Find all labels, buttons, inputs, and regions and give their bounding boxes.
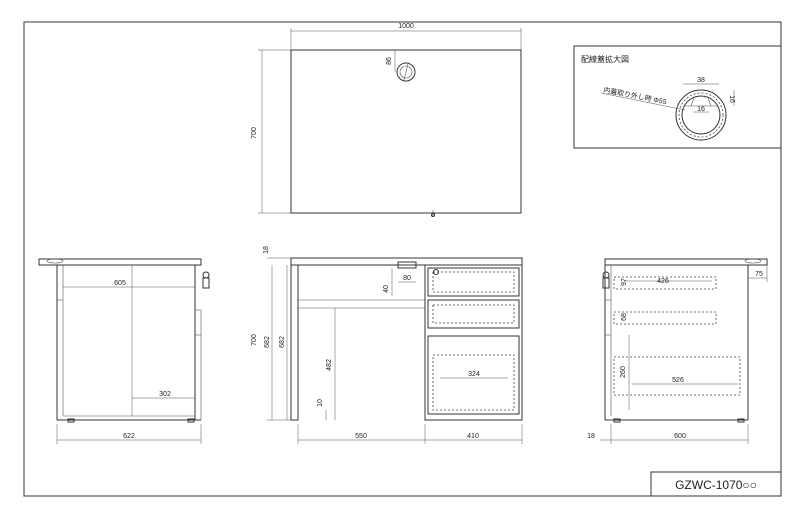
dim-right-drawer3-h: 260 (620, 366, 627, 378)
dim-right-drawer1: 426 (657, 278, 669, 285)
dim-left-overall: 622 (123, 433, 135, 440)
dim-front-top: 18 (263, 246, 270, 254)
right-drawer-3 (613, 356, 741, 396)
dim-file-drawer: 324 (468, 371, 480, 378)
right-lock (602, 277, 610, 289)
left-side-view: 605 302 622 (38, 258, 210, 444)
front-drawer-2-inner (432, 304, 515, 324)
front-drawer-2 (427, 299, 520, 329)
right-foot-2 (737, 418, 745, 423)
dim-hole-offset: 86 (386, 57, 393, 65)
dim-right-drawer2-h: 68 (621, 313, 628, 321)
front-top-panel (290, 257, 523, 266)
model-code: GZWC-1070○○ (675, 478, 757, 492)
dim-drawer-gap: 40 (383, 285, 390, 293)
leader-line (600, 92, 686, 111)
right-foot-1 (613, 418, 621, 423)
dim-front-inner-b: 682 (279, 336, 286, 348)
dim-pedestal-width: 410 (467, 433, 479, 440)
left-lock-knob (202, 271, 210, 279)
left-grommet (46, 258, 64, 264)
cable-grommet (396, 62, 416, 82)
left-foot-1 (67, 418, 75, 423)
dim-handle: 80 (403, 275, 411, 282)
front-view: 700 18 682 682 482 10 40 80 324 550 410 (251, 246, 523, 444)
front-drawer-3 (427, 335, 520, 415)
dim-16a: 16 (697, 106, 705, 113)
dim-foot: 10 (317, 399, 324, 407)
grommet-slot (403, 63, 409, 81)
dim-right-offset: 18 (587, 433, 595, 440)
dim-left-inner: 605 (114, 280, 126, 287)
lock-marker-dot (431, 213, 435, 217)
left-top-panel (38, 258, 202, 266)
detail-slot-left (690, 97, 695, 107)
right-drawer-2 (613, 311, 717, 325)
dim-top-width: 1000 (398, 23, 414, 30)
front-pedestal (424, 264, 523, 421)
dim-16b: 16 (728, 95, 735, 103)
front-left-leg (290, 264, 299, 421)
detail-pattern-ring (678, 92, 724, 138)
detail-box (573, 45, 782, 149)
title-box (650, 471, 782, 497)
detail-caption: 内蓋取り外し時 Φ55 (603, 85, 668, 106)
front-grommet (397, 261, 417, 269)
dim-front-inner-a: 682 (264, 336, 271, 348)
detail-title: 配線蓋拡大図 (581, 54, 629, 64)
dim-right-file: 526 (672, 377, 684, 384)
dim-front-height: 700 (251, 334, 258, 346)
right-lock-knob (602, 271, 610, 279)
top-view: 1000 700 86 (251, 23, 522, 217)
dim-knee: 482 (326, 359, 333, 371)
title-block: GZWC-1070○○ (650, 471, 782, 497)
detail-slot-right (707, 97, 712, 107)
desk-top-outline (290, 49, 522, 214)
dim-top-depth: 700 (251, 127, 258, 139)
dim-38: 38 (697, 77, 705, 84)
right-side-view: 426 97 68 260 526 75 18 600 (587, 258, 768, 444)
detail-outer-ring (675, 89, 727, 141)
front-drawer-3-inner (432, 354, 515, 411)
right-top-panel (604, 258, 768, 266)
right-drawer-1 (613, 276, 717, 290)
dim-right-drawer1-h: 97 (621, 278, 628, 286)
left-foot-2 (187, 418, 195, 423)
front-drawer-1 (427, 267, 520, 297)
right-grommet (744, 258, 762, 264)
dim-left-bottom: 302 (159, 391, 171, 398)
front-drawer-1-inner (432, 271, 515, 293)
sheet-border (23, 21, 782, 497)
front-lock (433, 269, 439, 275)
left-lock (202, 277, 210, 289)
dim-leg-width: 550 (355, 433, 367, 440)
grommet-detail: 配線蓋拡大図 38 16 16 内蓋取り外し時 Φ55 (573, 45, 782, 149)
cable-grommet-inner (399, 65, 413, 79)
dim-right-overhang: 75 (755, 271, 763, 278)
detail-inner-ring (681, 95, 721, 135)
dim-right-depth: 600 (674, 433, 686, 440)
